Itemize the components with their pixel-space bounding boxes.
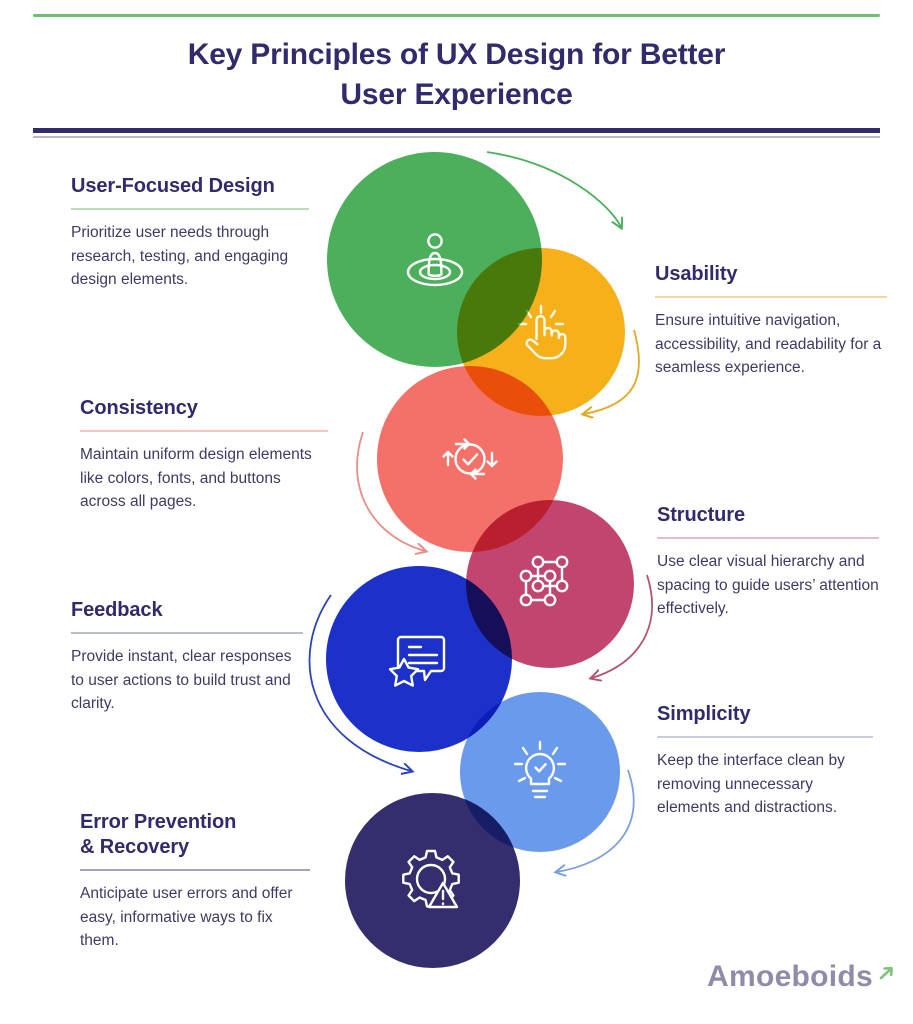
principle-title: Simplicity: [657, 703, 751, 725]
principle-block-structure: Structure Use clear visual hierarchy and…: [657, 503, 879, 621]
amoeboids-logo: Amoeboids: [707, 962, 897, 992]
principle-title-line-1: Error Prevention: [80, 811, 237, 833]
speech-star-icon: [379, 619, 459, 699]
page-title-line-1: Key Principles of UX Design for Better: [187, 38, 726, 71]
lightbulb-check-icon: [504, 736, 576, 808]
header-top-rule: [33, 14, 880, 17]
circle-simplicity: [460, 692, 620, 852]
page-header: Key Principles of UX Design for Better U…: [33, 14, 880, 139]
principle-block-usability: Usability Ensure intuitive navigation, a…: [655, 262, 887, 380]
principle-divider: [80, 430, 328, 433]
circle-feedback: [326, 566, 512, 752]
logo-wordmark: Amoeboids: [707, 960, 874, 993]
principle-body: Keep the interface clean by removing unn…: [657, 752, 845, 817]
principle-divider: [655, 296, 887, 299]
principle-body: Maintain uniform design elements like co…: [80, 446, 312, 511]
node-network-icon: [514, 548, 586, 620]
principle-block-consistency: Consistency Maintain uniform design elem…: [80, 396, 328, 514]
click-hand-icon: [505, 296, 577, 368]
header-bottom-rule-thin: [33, 136, 880, 139]
principle-title: User-Focused Design: [71, 175, 275, 197]
page-title: Key Principles of UX Design for Better U…: [33, 35, 880, 114]
arrow-yellow-to-coral: [584, 329, 640, 414]
principle-body: Provide instant, clear responses to user…: [71, 648, 292, 713]
principle-body: Ensure intuitive navigation, accessibili…: [655, 312, 882, 377]
circle-error-prevention-recovery: [345, 793, 520, 968]
principle-block-feedback: Feedback Provide instant, clear response…: [71, 598, 303, 716]
principle-body: Anticipate user errors and offer easy, i…: [80, 885, 293, 950]
principle-title: Consistency: [80, 397, 198, 419]
principle-block-simplicity: Simplicity Keep the interface clean by r…: [657, 702, 873, 820]
gear-warning-icon: [393, 841, 473, 921]
user-target-icon: [392, 217, 478, 303]
arrow-coral-to-pink: [356, 431, 425, 551]
arrow-blue-to-lightblue: [308, 594, 411, 771]
principle-divider: [80, 869, 310, 872]
header-bottom-rule: [33, 128, 880, 134]
circle-structure: [466, 500, 634, 668]
principle-divider: [71, 632, 303, 635]
refresh-check-icon: [430, 419, 510, 499]
principle-divider: [657, 537, 879, 540]
page-title-line-2: User Experience: [340, 77, 573, 111]
arrow-pink-to-blue: [592, 574, 653, 678]
principle-block-user-focused-design: User-Focused Design Prioritize user need…: [71, 174, 309, 292]
arrow-green-to-yellow: [486, 151, 621, 227]
principle-title: Usability: [655, 263, 738, 285]
circle-consistency: [377, 366, 563, 552]
principle-divider: [71, 208, 309, 211]
principle-body: Use clear visual hierarchy and spacing t…: [657, 553, 879, 618]
arrow-lightblue-to-navy: [557, 769, 635, 872]
logo-arrow-icon: [875, 964, 897, 991]
principle-title: Feedback: [71, 599, 163, 621]
circle-user-focused-design: [327, 152, 542, 367]
principle-block-error-prevention-recovery: Error Prevention & Recovery Anticipate u…: [80, 810, 310, 953]
principle-title: Error Prevention & Recovery: [80, 810, 310, 860]
principle-title-line-2: & Recovery: [80, 836, 190, 859]
principle-divider: [657, 736, 873, 739]
principle-body: Prioritize user needs through research, …: [71, 224, 289, 289]
circle-usability: [457, 248, 625, 416]
principle-title: Structure: [657, 504, 746, 526]
